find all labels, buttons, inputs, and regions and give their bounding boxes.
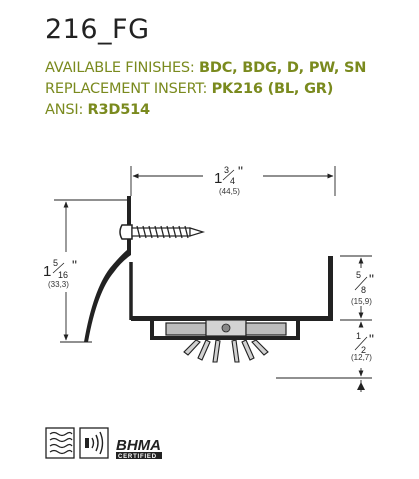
sweep-den: 2 (361, 345, 366, 355)
height-mm: (33,3) (48, 280, 69, 289)
finishes-value: BDC, BDG, D, PW, SN (199, 60, 367, 76)
height-whole: 1 (43, 263, 51, 280)
bhma-text: BHMA (116, 437, 161, 454)
weather-seal-badge (45, 427, 75, 459)
sweep-fins (183, 339, 269, 363)
ansi-value: R3D514 (87, 102, 151, 118)
replacement-insert (165, 319, 287, 337)
flange-inch: " (369, 271, 374, 287)
finishes-line: AVAILABLE FINISHES: BDC, BDG, D, PW, SN (45, 58, 366, 79)
width-whole: 1 (214, 170, 222, 187)
height-den: 16 (58, 270, 68, 280)
insert-line: REPLACEMENT INSERT: PK216 (BL, GR) (45, 79, 366, 100)
finishes-label: AVAILABLE FINISHES: (45, 60, 200, 76)
flange-num: 5 (356, 270, 361, 280)
sweep-num: 1 (356, 331, 361, 341)
width-dimension: 1 3 4 " (44,5) (130, 163, 336, 196)
ansi-label: ANSI: (45, 102, 88, 118)
insert-value: PK216 (BL, GR) (211, 81, 334, 97)
bhma-badge: BHMA CERTIFIED (116, 437, 162, 460)
sweep-inch: " (369, 331, 374, 347)
height-dimension: 1 5 16 " (33,3) (43, 199, 130, 343)
insert-label: REPLACEMENT INSERT: (45, 81, 212, 97)
ansi-line: ANSI: R3D514 (45, 100, 366, 121)
flange-mm: (15,9) (351, 297, 372, 306)
width-mm: (44,5) (219, 187, 240, 196)
flange-den: 8 (361, 285, 366, 295)
flange-dimension: 5 8 " (15,9) (340, 255, 374, 321)
sound-seal-badge (79, 427, 109, 459)
spec-block: AVAILABLE FINISHES: BDC, BDG, D, PW, SN … (45, 58, 366, 121)
screw-icon (119, 224, 206, 240)
sweep-mm: (12,7) (351, 353, 372, 362)
height-num: 5 (53, 258, 58, 268)
sweep-dimension: 1 2 " (12,7) (276, 321, 374, 392)
height-inch: " (72, 257, 77, 273)
bhma-sub: CERTIFIED (118, 454, 157, 460)
width-num: 3 (224, 165, 229, 175)
width-inch: " (238, 163, 243, 179)
width-den: 4 (230, 176, 235, 186)
product-title: 216_FG (45, 14, 150, 45)
